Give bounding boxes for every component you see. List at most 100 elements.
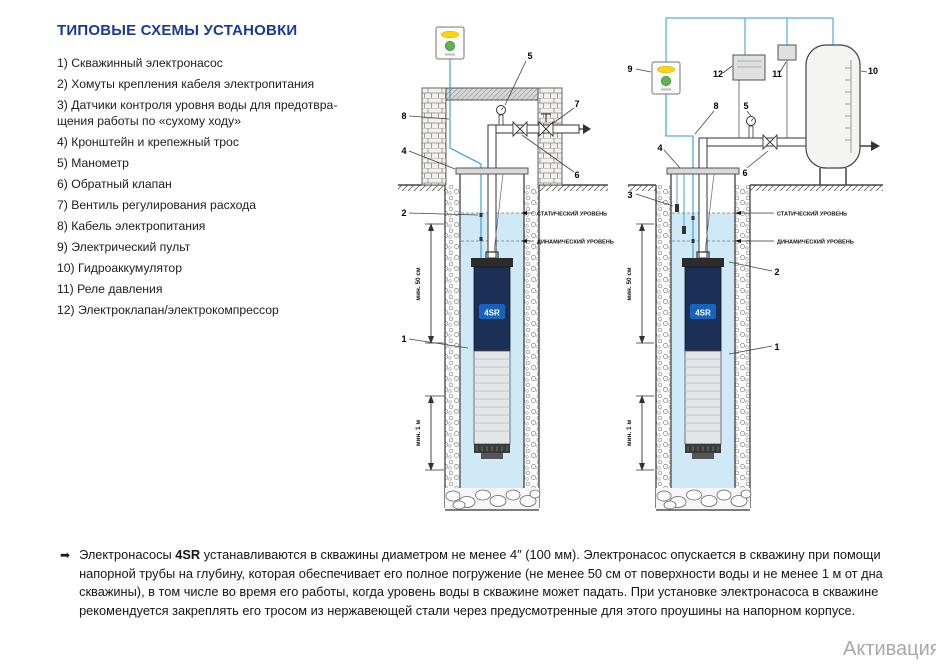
legend-item: 6) Обратный клапан: [57, 177, 172, 191]
svg-text:2: 2: [401, 208, 406, 218]
svg-text:мин. 50 см: мин. 50 см: [415, 267, 422, 301]
legend-item: 7) Вентиль регулирования расхода: [57, 198, 257, 212]
callout-5: 5: [743, 101, 752, 117]
right-installation-diagram: СТАТИЧЕСКИЙ УРОВЕНЬ ДИНАМИЧЕСКИЙ УРОВЕНЬ…: [626, 17, 883, 511]
svg-text:4: 4: [657, 143, 662, 153]
callout-2: 2: [401, 208, 479, 218]
power-cable: [665, 94, 694, 258]
callout-11: 11: [772, 61, 787, 79]
dynamic-level-label: ДИНАМИЧЕСКИЙ УРОВЕНЬ: [735, 238, 854, 246]
svg-text:2: 2: [774, 267, 779, 277]
callout-6: 6: [521, 134, 580, 180]
pump-right: [681, 251, 725, 460]
pit-brick-wall: [421, 87, 447, 186]
pump-left: [470, 251, 514, 460]
svg-text:5: 5: [527, 51, 532, 61]
flow-arrow-icon: [871, 141, 880, 151]
callout-5: 5: [504, 51, 533, 106]
control-wiring: [665, 17, 834, 62]
gravel-annulus: [445, 185, 460, 488]
svg-text:3: 3: [627, 190, 632, 200]
gravel-annulus: [656, 185, 671, 488]
gravel-annulus: [735, 185, 750, 488]
dimension-min-bottom: мин. 1 м: [415, 395, 444, 471]
dynamic-level-label: ДИНАМИЧЕСКИЙ УРОВЕНЬ: [521, 238, 614, 246]
note-prefix: Электронасосы: [79, 547, 176, 562]
pressure-switch: [777, 44, 797, 61]
note-pump-model: 4SR: [175, 547, 201, 562]
dimension-min-submersion: мин. 50 см: [415, 223, 444, 344]
legend-item: 3) Датчики контроля уровня воды для пред…: [57, 98, 338, 128]
svg-text:12: 12: [713, 69, 723, 79]
callout-6: 6: [742, 150, 769, 178]
callout-7: 7: [551, 99, 580, 125]
hydro-accumulator-tank: [805, 44, 861, 169]
legend-item: 12) Электроклапан/электрокомпрессор: [57, 303, 279, 317]
svg-text:10: 10: [868, 66, 878, 76]
page-title: ТИПОВЫЕ СХЕМЫ УСТАНОВКИ: [57, 22, 298, 39]
static-level-label: СТАТИЧЕСКИЙ УРОВЕНЬ: [735, 210, 847, 218]
legend-item: 9) Электрический пульт: [57, 240, 191, 254]
gravel-annulus: [524, 185, 539, 488]
check-valve-icon: [762, 133, 778, 151]
svg-text:СТАТИЧЕСКИЙ УРОВЕНЬ: СТАТИЧЕСКИЙ УРОВЕНЬ: [777, 210, 847, 218]
note-rest: устанавливаются в скважины диаметром не …: [79, 547, 883, 618]
svg-text:6: 6: [574, 170, 579, 180]
power-cable: [449, 59, 482, 258]
riser-pipe: [487, 124, 497, 259]
well-casing: [459, 174, 525, 488]
note-text: Электронасосы 4SR устанавливаются в сква…: [79, 546, 912, 620]
static-level-label: СТАТИЧЕСКИЙ УРОВЕНЬ: [521, 210, 607, 218]
legend-item: 1) Скважинный электронасос: [57, 56, 223, 70]
level-sensor-probe: [675, 204, 679, 212]
accessory-stubs: [738, 60, 788, 138]
safety-rope: [704, 173, 715, 253]
legend-item: 8) Кабель электропитания: [57, 219, 206, 233]
svg-text:мин. 1 м: мин. 1 м: [626, 420, 633, 446]
callout-8: 8: [401, 111, 450, 121]
callout-8: 8: [694, 101, 719, 135]
callout-10: 10: [860, 66, 878, 76]
svg-text:ДИНАМИЧЕСКИЙ УРОВЕНЬ: ДИНАМИЧЕСКИЙ УРОВЕНЬ: [777, 238, 854, 246]
ground-hatch: [539, 185, 608, 191]
installation-diagrams: 4SR: [398, 17, 883, 511]
control-panel-left: [435, 26, 465, 60]
legend-item: 5) Манометр: [57, 156, 129, 170]
regulating-valve-icon: [538, 113, 554, 138]
svg-text:мин. 50 см: мин. 50 см: [626, 267, 633, 301]
svg-text:11: 11: [772, 69, 782, 79]
svg-text:8: 8: [401, 111, 406, 121]
dimension-min-submersion: мин. 50 см: [626, 223, 654, 344]
svg-text:9: 9: [627, 64, 632, 74]
callout-1: 1: [401, 334, 469, 349]
svg-text:8: 8: [713, 101, 718, 111]
svg-text:7: 7: [574, 99, 579, 109]
control-panel-right: [651, 61, 681, 95]
pit-brick-wall: [537, 87, 563, 186]
svg-text:6: 6: [742, 168, 747, 178]
riser-pipe: [698, 137, 708, 259]
wellhead-bracket: [666, 167, 740, 175]
callout-3: 3: [627, 190, 674, 207]
ground-hatch: [398, 185, 445, 191]
callout-4: 4: [401, 146, 456, 170]
well-casing: [670, 174, 736, 488]
wellhead-bracket: [455, 167, 529, 175]
callout-1: 1: [728, 342, 780, 355]
svg-text:5: 5: [743, 101, 748, 111]
callout-4: 4: [657, 143, 681, 169]
cable-clamp: [479, 213, 483, 217]
ground-hatch: [750, 185, 883, 191]
svg-text:1: 1: [774, 342, 779, 352]
safety-rope: [493, 173, 504, 253]
callout-2: 2: [728, 261, 780, 277]
solenoid-valve-box: [732, 54, 766, 81]
check-valve-icon: [512, 120, 528, 138]
installation-note: ➡ Электронасосы 4SR устанавливаются в ск…: [60, 546, 912, 620]
callout-9: 9: [627, 64, 652, 74]
ground-hatch: [628, 185, 656, 191]
level-sensor-probe: [682, 226, 686, 234]
svg-text:мин. 1 м: мин. 1 м: [415, 420, 422, 446]
legend-item: 10) Гидроаккумулятор: [57, 261, 182, 275]
legend-item: 2) Хомуты крепления кабеля электропитани…: [57, 77, 315, 91]
